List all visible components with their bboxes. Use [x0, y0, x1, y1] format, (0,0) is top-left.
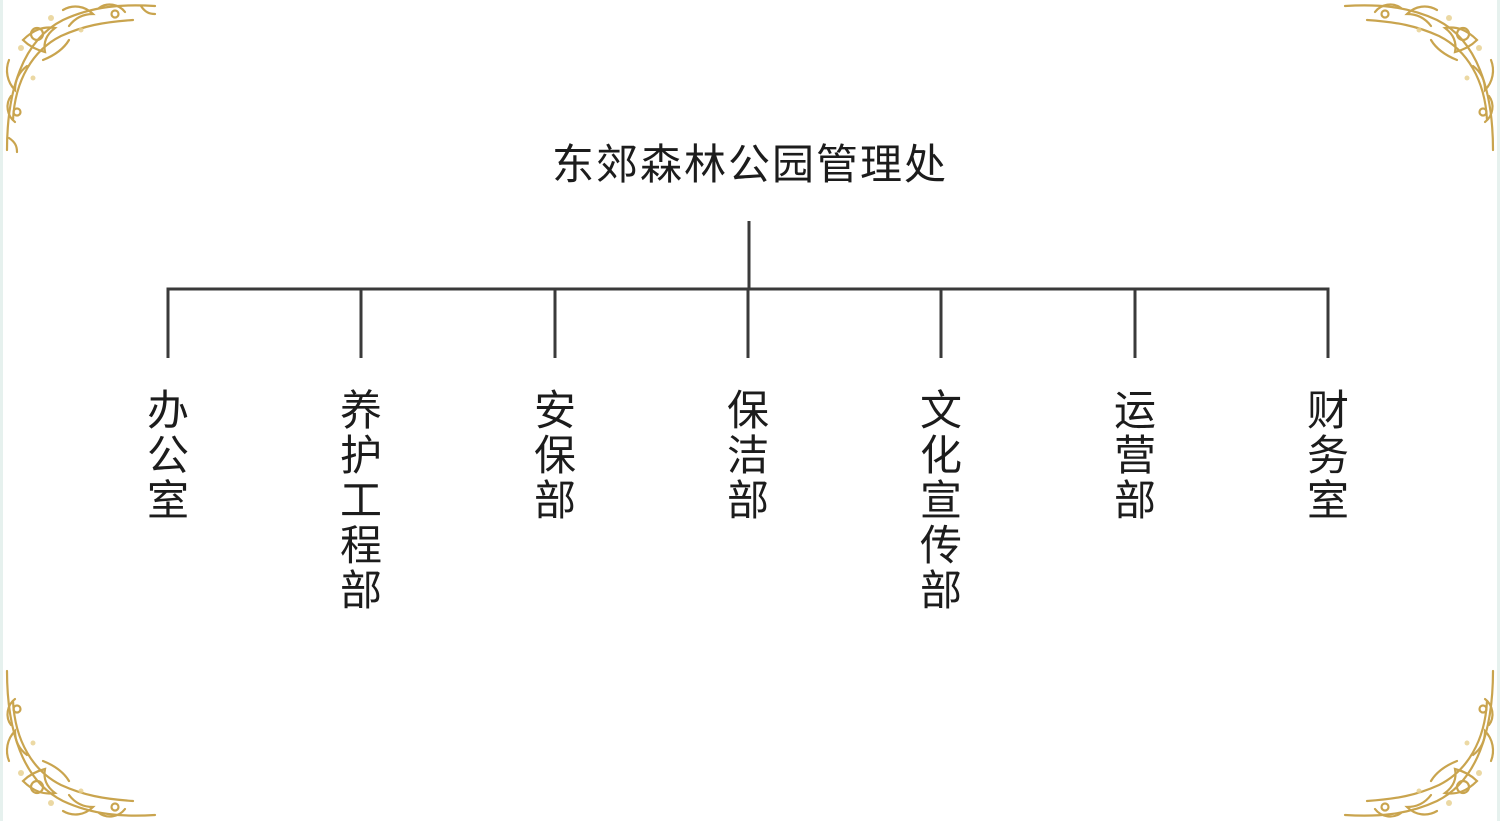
department-label: 养护工程部 — [339, 386, 382, 615]
department-label: 运营部 — [1113, 386, 1156, 525]
ornament-icon — [1343, 669, 1495, 818]
department-label: 办公室 — [146, 386, 189, 525]
org-root-title: 东郊森林公园管理处 — [551, 140, 948, 189]
department-label: 财务室 — [1306, 386, 1349, 525]
ornament-icon — [5, 3, 157, 154]
ornament-icon — [1343, 3, 1495, 152]
ornament-icon — [5, 669, 157, 818]
ornament-corner-top-right — [1337, 0, 1497, 160]
ornament-corner-bottom-left — [3, 661, 163, 821]
ornament-corner-top-left — [3, 0, 163, 160]
department-label: 安保部 — [533, 386, 576, 525]
ornament-corner-bottom-right — [1337, 661, 1497, 821]
department-label: 保洁部 — [726, 386, 769, 525]
department-label: 文化宣传部 — [919, 386, 962, 615]
